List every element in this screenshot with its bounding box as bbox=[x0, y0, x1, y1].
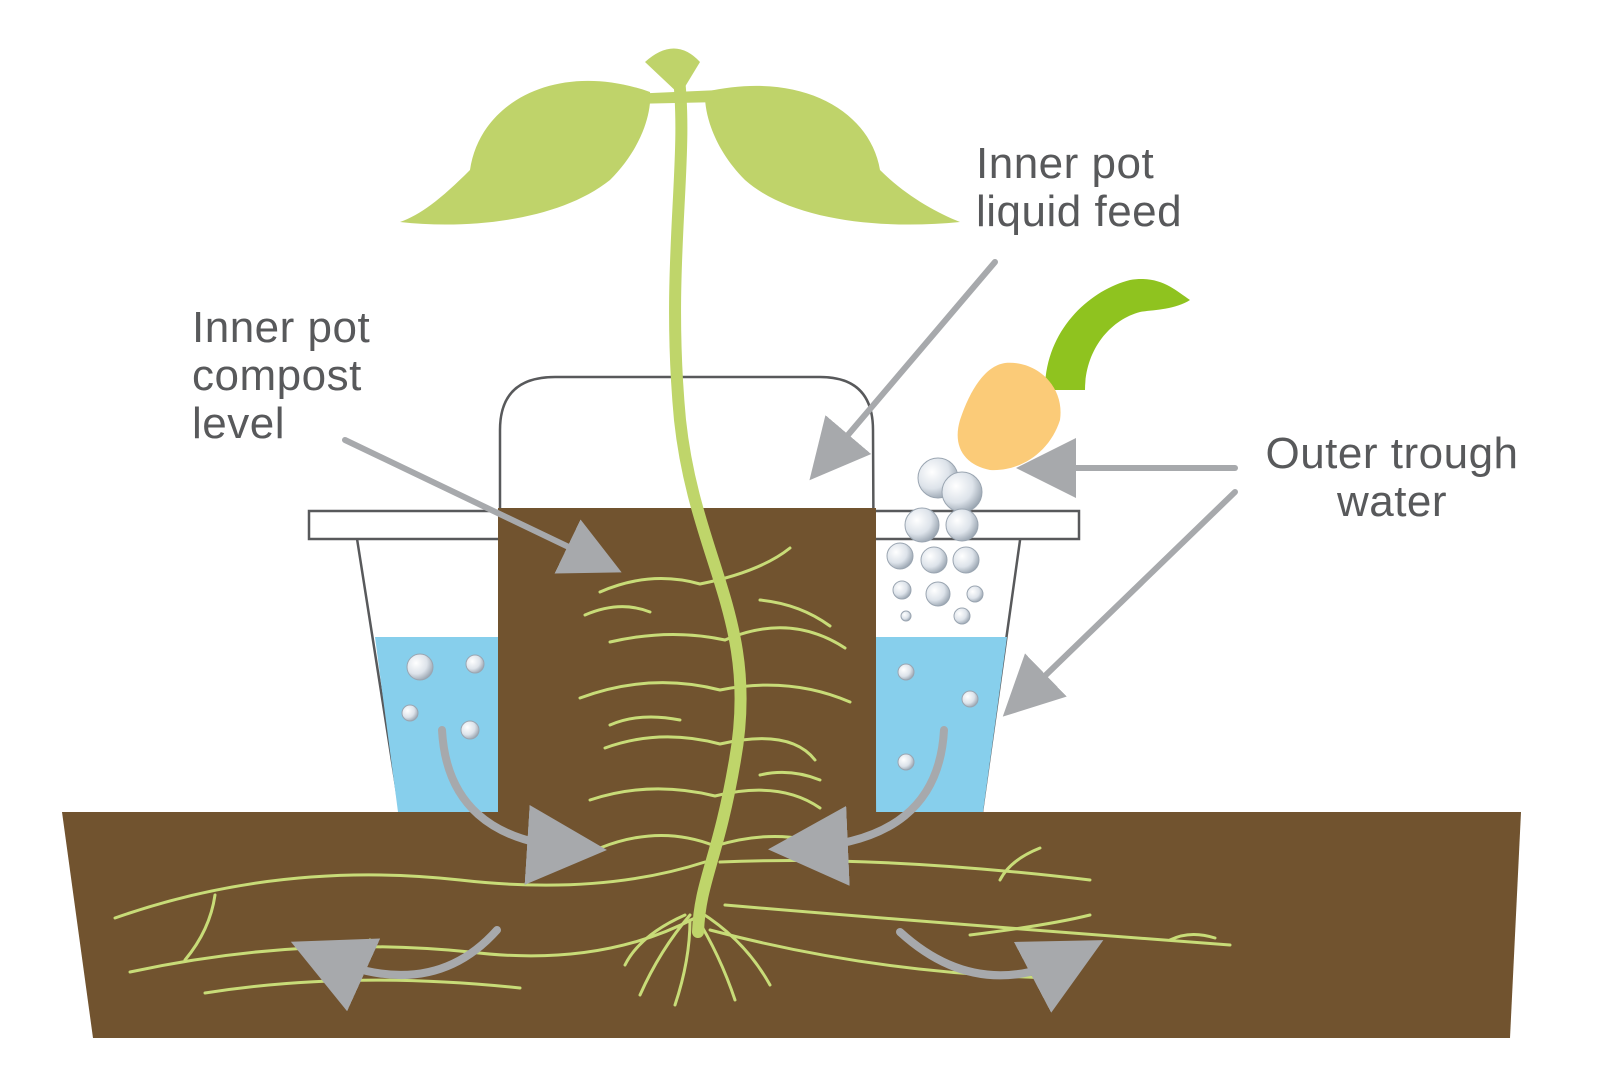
soil-bed bbox=[62, 812, 1521, 1038]
left-leaf bbox=[400, 80, 651, 225]
feed-label-line-2: liquid feed bbox=[976, 187, 1183, 236]
water-droplet-icon bbox=[401, 457, 984, 771]
compost-label-line-2: compost bbox=[192, 351, 362, 400]
compost-pointer bbox=[342, 437, 622, 574]
leaf-joint bbox=[628, 90, 722, 104]
inner-pot bbox=[498, 375, 877, 847]
watering-can-hose bbox=[1045, 279, 1190, 390]
water-label-line-1: Outer trough bbox=[1265, 429, 1519, 478]
right-leaf bbox=[704, 85, 960, 225]
watering-can-icon bbox=[957, 279, 1190, 471]
leaf-bud bbox=[645, 48, 700, 95]
plant-stem bbox=[669, 64, 747, 938]
compost-label-line-3: level bbox=[192, 399, 285, 448]
watering-can-rose bbox=[957, 362, 1061, 471]
label-pointers bbox=[342, 259, 1238, 717]
compost-label-line-1: Inner pot bbox=[192, 303, 371, 352]
feed-pointer bbox=[809, 259, 998, 481]
inner-pot-compost bbox=[498, 508, 876, 845]
liquid-feed-label: Inner pot liquid feed bbox=[976, 140, 1182, 236]
water-label-line-2: water bbox=[1336, 477, 1448, 526]
water-pointer-bottom bbox=[1002, 489, 1238, 717]
feed-label-line-1: Inner pot bbox=[976, 139, 1155, 188]
flow-arrows bbox=[290, 726, 1104, 1013]
plant-leaves bbox=[400, 48, 960, 225]
compost-level-label: Inner pot compost level bbox=[192, 304, 370, 448]
trough-water-label: Outer trough water bbox=[1242, 430, 1542, 526]
